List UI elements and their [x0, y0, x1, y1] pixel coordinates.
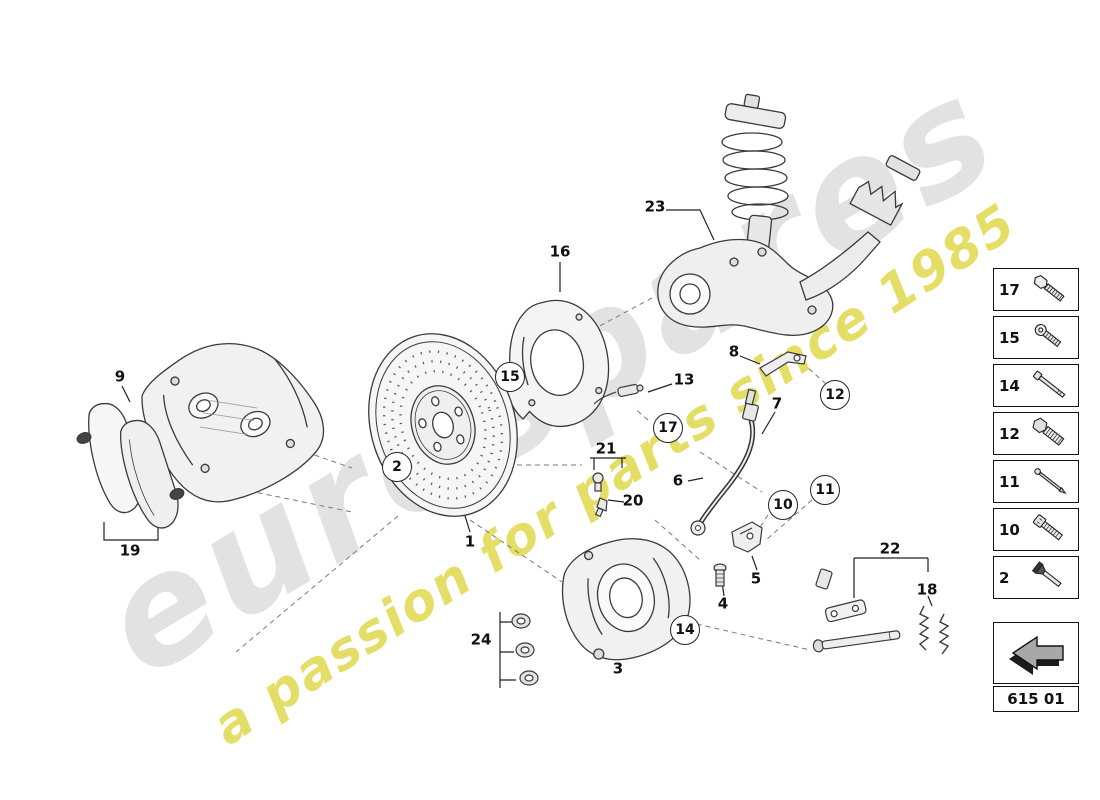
legend-row-12[interactable]: 12: [993, 412, 1079, 455]
pad-damper-left[interactable]: [76, 431, 93, 445]
callout-1[interactable]: 1: [464, 532, 476, 551]
callout-3[interactable]: 3: [612, 659, 624, 678]
balloon-14[interactable]: 14: [670, 615, 700, 645]
legend-label: 2: [999, 568, 1010, 587]
callout-20[interactable]: 20: [622, 491, 644, 510]
fastener-legend: 17 15 14: [993, 268, 1079, 599]
callout-23[interactable]: 23: [644, 197, 666, 216]
retaining-bracket[interactable]: [731, 521, 763, 553]
legend-label: 14: [999, 376, 1020, 395]
legend-row-2[interactable]: 2: [993, 556, 1079, 599]
pad-damper-right[interactable]: [169, 487, 186, 501]
guide-pin-kit[interactable]: [812, 568, 901, 653]
nav-arrow-box[interactable]: [993, 622, 1079, 684]
brake-caliper[interactable]: [126, 315, 339, 522]
brake-splash-shield[interactable]: [490, 291, 620, 436]
balloon-11[interactable]: 11: [810, 475, 840, 505]
legend-label: 11: [999, 472, 1020, 491]
callout-22[interactable]: 22: [879, 539, 901, 558]
pan-head-screw-icon: [1034, 323, 1062, 347]
long-stud-bolt-icon: [1032, 370, 1066, 398]
callout-21[interactable]: 21: [595, 439, 617, 458]
legend-row-15[interactable]: 15: [993, 316, 1079, 359]
suspension-knuckle-assembly[interactable]: [657, 91, 921, 336]
legend-label: 15: [999, 328, 1020, 347]
callout-24[interactable]: 24: [470, 630, 492, 649]
legend-row-14[interactable]: 14: [993, 364, 1079, 407]
callout-18[interactable]: 18: [916, 580, 938, 599]
legend-label: 17: [999, 280, 1020, 299]
brake-pads[interactable]: [76, 399, 186, 534]
brake-hose[interactable]: [690, 388, 759, 536]
socket-head-screw-icon: [1033, 513, 1064, 541]
wear-sensor[interactable]: [593, 383, 644, 405]
legend-row-10[interactable]: 10: [993, 508, 1079, 551]
retaining-pin-icon: [1034, 467, 1067, 494]
callout-13[interactable]: 13: [673, 370, 695, 389]
callout-16[interactable]: 16: [549, 242, 571, 261]
bleeder-valve-parts[interactable]: [592, 472, 608, 518]
balloon-10[interactable]: 10: [768, 490, 798, 520]
callout-9[interactable]: 9: [114, 367, 126, 386]
small-bolt[interactable]: [713, 563, 727, 587]
legend-row-17[interactable]: 17: [993, 268, 1079, 311]
countersunk-screw-icon: [1031, 560, 1062, 587]
balloon-12[interactable]: 12: [820, 380, 850, 410]
diagram-code: 615 01: [1007, 690, 1065, 708]
seal-rings[interactable]: [511, 613, 539, 686]
balloon-2[interactable]: 2: [382, 452, 412, 482]
callout-4[interactable]: 4: [717, 594, 729, 613]
callout-19[interactable]: 19: [119, 541, 141, 560]
diagram-code-box: 615 01: [993, 686, 1079, 712]
legend-label: 10: [999, 520, 1020, 539]
flanged-hex-bolt-icon: [1032, 417, 1065, 446]
hex-head-bolt-icon: [1033, 274, 1065, 302]
legend-row-11[interactable]: 11: [993, 460, 1079, 503]
callout-7[interactable]: 7: [771, 394, 783, 413]
caliper-housing[interactable]: [551, 526, 702, 671]
back-arrow-icon: [1009, 635, 1064, 675]
balloon-17[interactable]: 17: [653, 413, 683, 443]
pad-springs[interactable]: [918, 605, 950, 655]
callout-8[interactable]: 8: [728, 342, 740, 361]
balloon-15[interactable]: 15: [495, 362, 525, 392]
legend-label: 12: [999, 424, 1020, 443]
hose-bracket[interactable]: [759, 351, 807, 377]
callout-5[interactable]: 5: [750, 569, 762, 588]
callout-6[interactable]: 6: [672, 471, 684, 490]
